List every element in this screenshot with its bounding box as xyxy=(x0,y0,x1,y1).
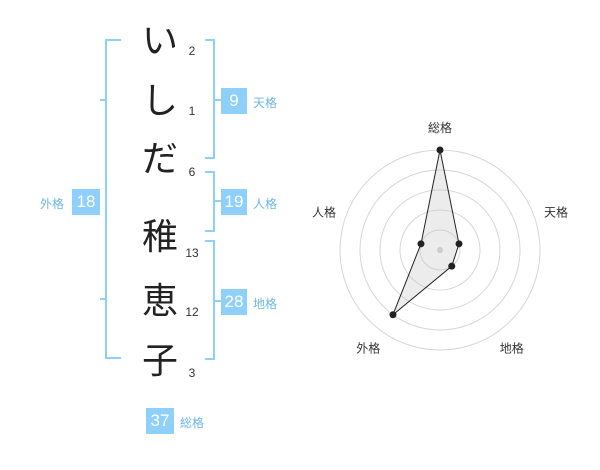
stroke-count-4: 13 xyxy=(185,246,199,260)
radar-point-1 xyxy=(436,146,444,154)
soukaku-label: 総格 xyxy=(180,416,205,430)
radar-point-5 xyxy=(417,240,425,248)
tenkaku-value: 9 xyxy=(221,88,247,114)
radar-series-polygon xyxy=(392,149,460,316)
radar-center-dot xyxy=(437,247,443,253)
stroke-count-3: 6 xyxy=(188,165,196,179)
jinkaku-label: 人格 xyxy=(253,197,278,211)
radar-ring-4 xyxy=(359,169,521,331)
radar-point-4 xyxy=(389,311,397,319)
radar-axis-label-2: 天格 xyxy=(544,204,568,219)
radar-axis-label-4: 外格 xyxy=(356,341,380,356)
stroke-count-6: 3 xyxy=(188,366,196,380)
radar-point-2 xyxy=(455,240,463,248)
stroke-count-1: 2 xyxy=(188,44,196,58)
radar-axis-label-1: 総格 xyxy=(428,120,452,135)
radar-ring-2 xyxy=(399,209,481,291)
radar-ring-1 xyxy=(419,229,461,271)
jinkaku-value: 19 xyxy=(221,189,247,215)
name-char-4: 稚 xyxy=(141,217,178,258)
radar-axis-label-5: 人格 xyxy=(312,204,336,219)
name-char-1: い xyxy=(141,21,178,62)
gaikaku-label: 外格 xyxy=(40,197,65,211)
chikaku-value: 28 xyxy=(221,289,247,315)
gaikaku-value: 18 xyxy=(72,189,100,215)
tenkaku-label: 天格 xyxy=(253,96,278,110)
name-char-5: 恵 xyxy=(141,281,178,322)
stroke-count-5: 12 xyxy=(185,305,199,319)
radar-ring-3 xyxy=(379,189,501,311)
radar-axis-label-3: 地格 xyxy=(500,341,524,356)
radar-point-3 xyxy=(448,262,456,270)
soukaku-value: 37 xyxy=(146,408,174,434)
name-char-2: し xyxy=(141,81,178,122)
chikaku-label: 地格 xyxy=(253,297,278,311)
name-char-6: 子 xyxy=(141,341,178,382)
stroke-count-2: 1 xyxy=(188,104,196,118)
name-char-3: だ xyxy=(141,139,178,180)
